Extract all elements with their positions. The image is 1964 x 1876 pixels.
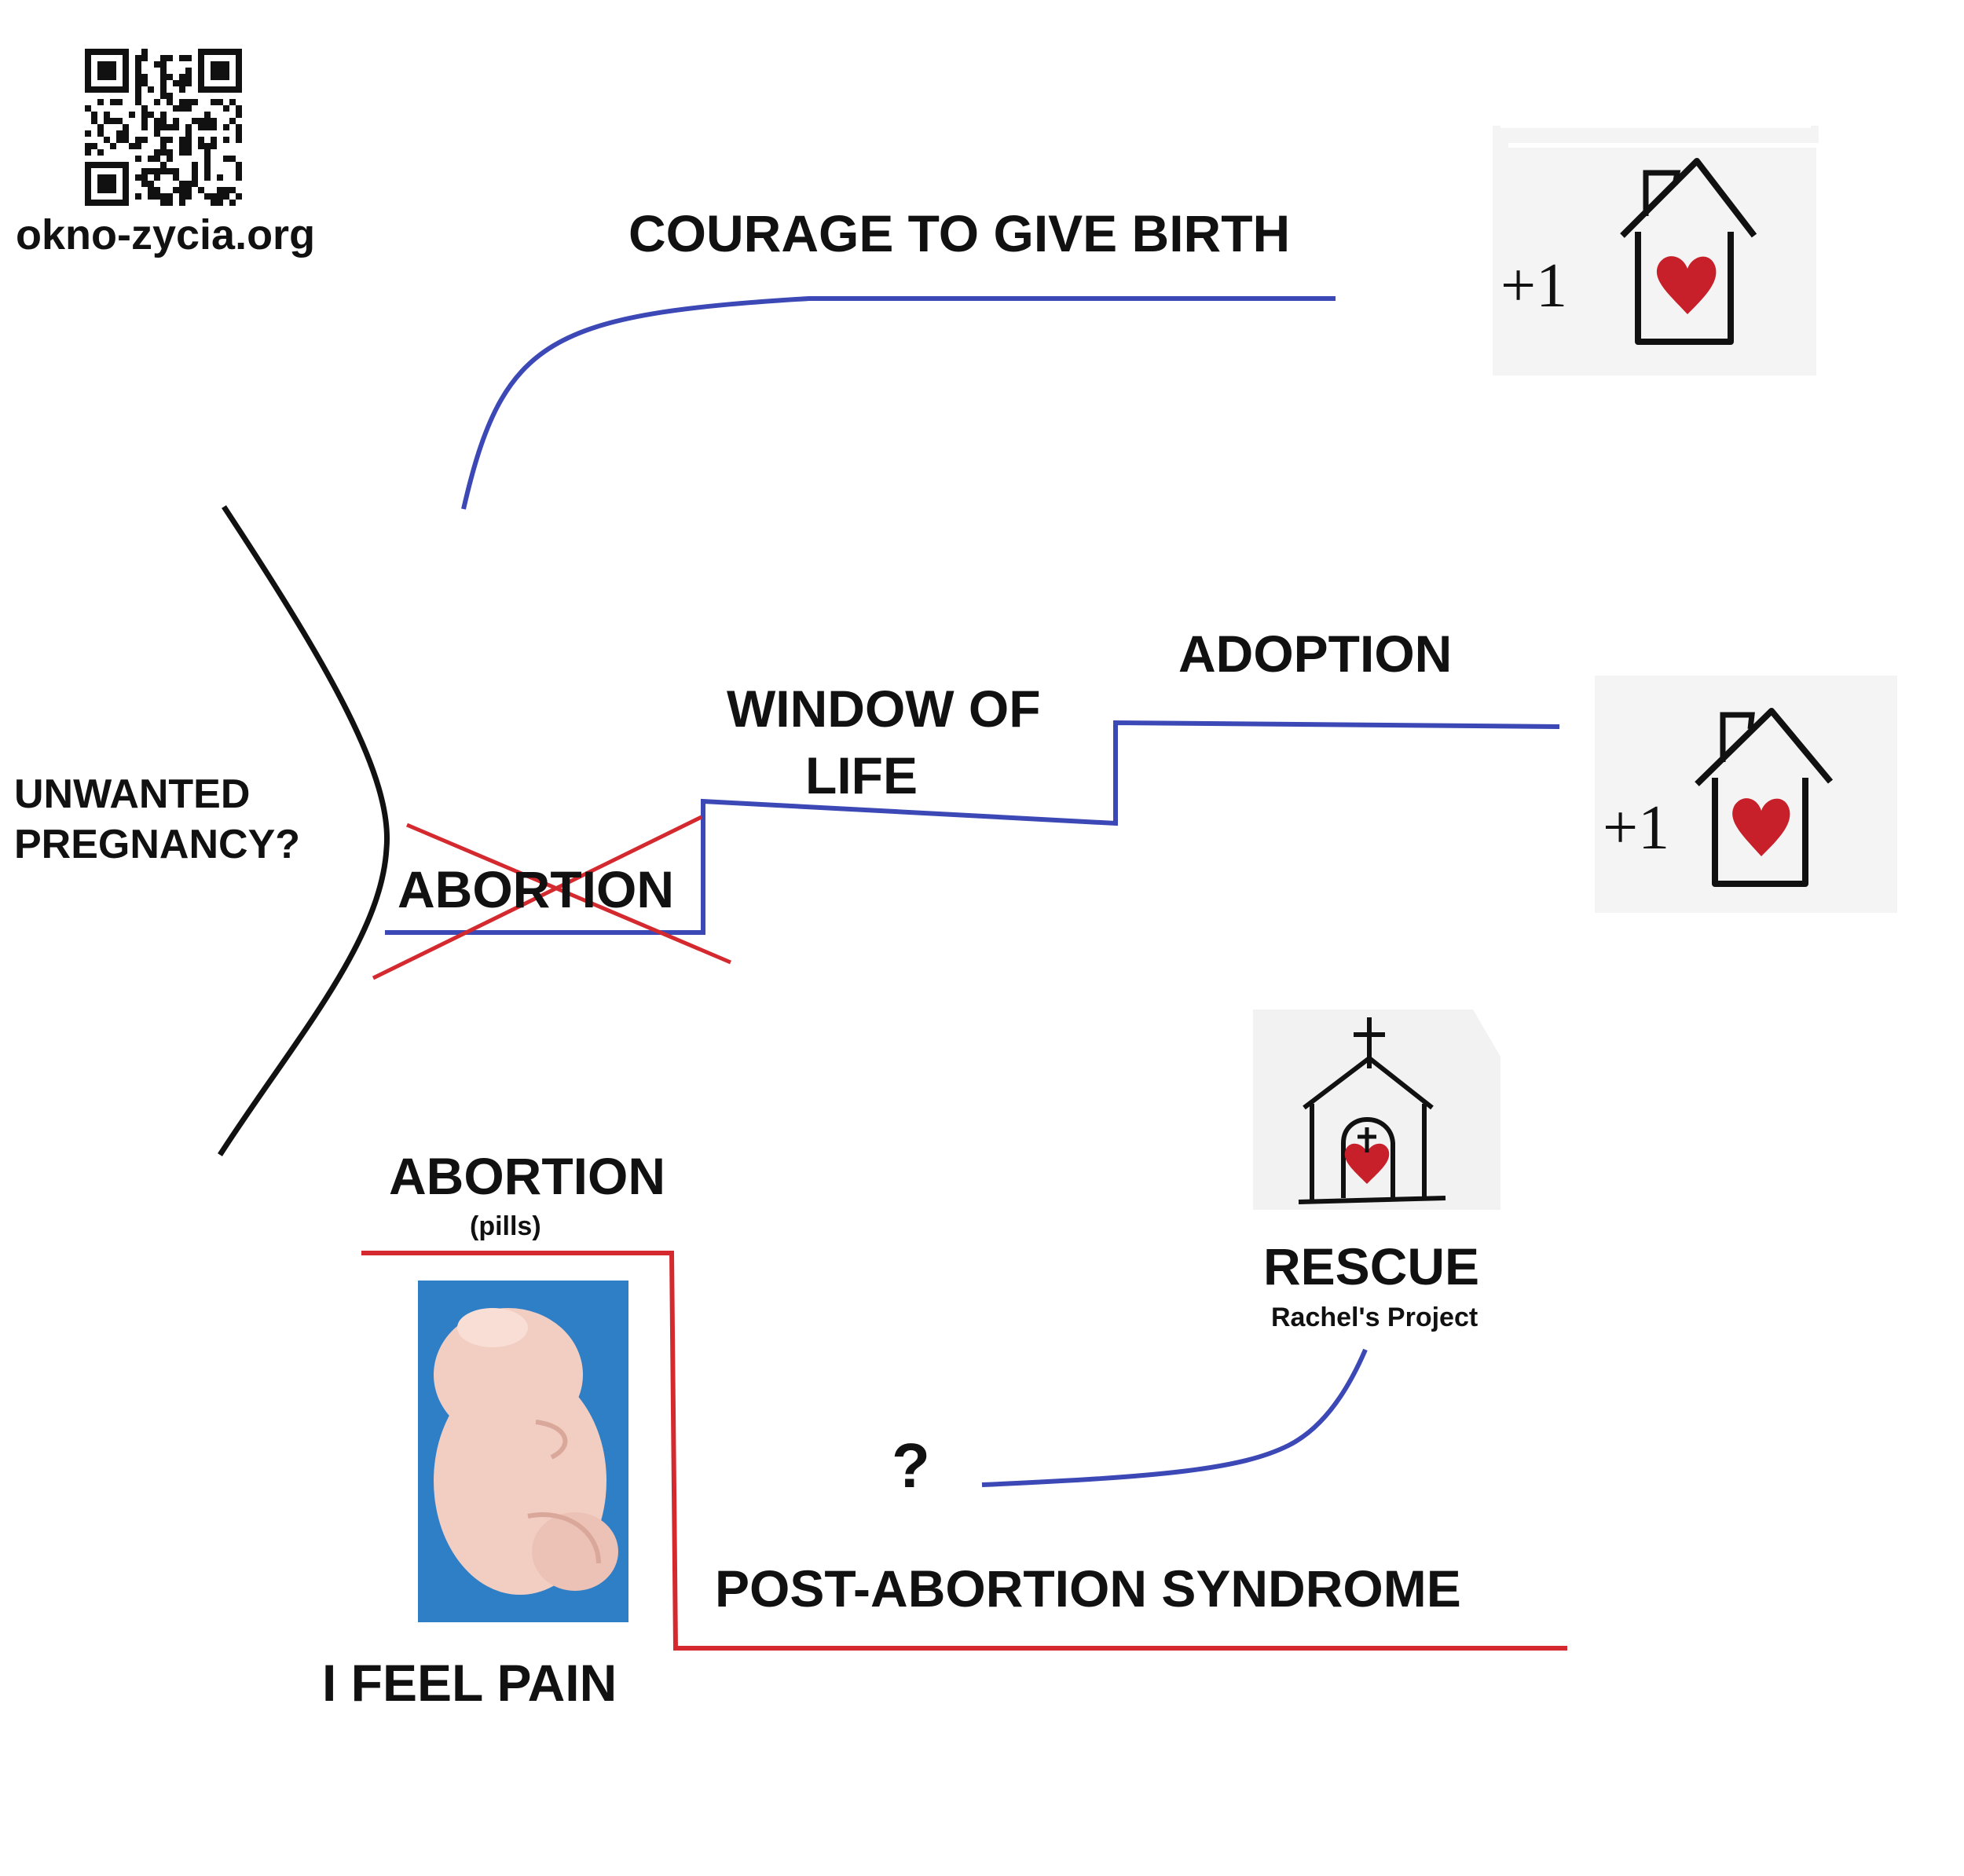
house-heart-icon: +1 xyxy=(1595,676,1897,913)
rescue-path xyxy=(981,1348,1368,1487)
abortion-cross xyxy=(372,815,731,980)
house-sign-text-2: +1 xyxy=(1603,793,1669,863)
abortion-crossed-label: ABORTION xyxy=(398,860,674,918)
feel-pain-label: I FEEL PAIN xyxy=(322,1654,617,1712)
decision-curve xyxy=(218,505,390,1156)
fetus-model-photo xyxy=(418,1281,628,1622)
window-of-life-label-2: LIFE xyxy=(805,746,918,804)
house-sign-text-1: +1 xyxy=(1500,251,1567,321)
rachels-project-label: Rachel's Project xyxy=(1271,1303,1478,1332)
unwanted-label-1: UNWANTED xyxy=(14,771,251,817)
website-url: okno-zycia.org xyxy=(16,211,316,258)
window-of-life-label-1: WINDOW OF xyxy=(727,680,1041,738)
pills-label: (pills) xyxy=(470,1211,541,1241)
house-heart-icon: +1 xyxy=(1493,123,1821,376)
church-heart-icon xyxy=(1253,1009,1500,1210)
abortion-pills-path xyxy=(361,1251,1567,1651)
qr-code-icon xyxy=(85,49,242,206)
post-abortion-label: POST-ABORTION SYNDROME xyxy=(715,1559,1461,1618)
abortion-pills-label: ABORTION xyxy=(389,1147,665,1205)
question-mark: ? xyxy=(892,1431,930,1500)
rescue-label: RESCUE xyxy=(1263,1237,1480,1295)
courage-label: COURAGE TO GIVE BIRTH xyxy=(628,204,1291,262)
window-of-life-path xyxy=(701,720,1560,935)
birth-path xyxy=(461,296,1336,510)
unwanted-label-2: PREGNANCY? xyxy=(14,822,301,867)
adoption-label: ADOPTION xyxy=(1178,625,1453,683)
